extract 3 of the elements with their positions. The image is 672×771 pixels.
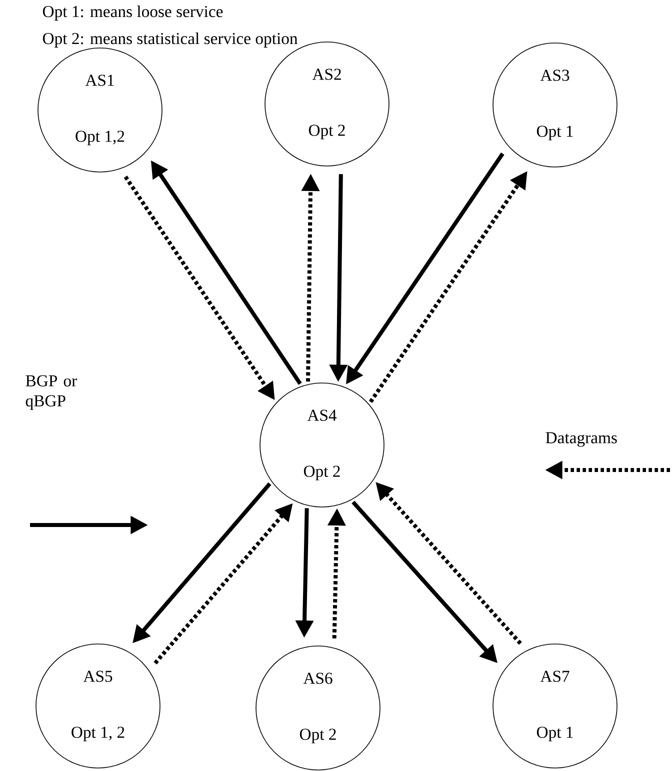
legend-text: Datagrams: [546, 432, 617, 447]
note-text: Opt 1: means loose service: [42, 5, 223, 21]
legend-text: BGP or qBGP: [26, 375, 77, 410]
